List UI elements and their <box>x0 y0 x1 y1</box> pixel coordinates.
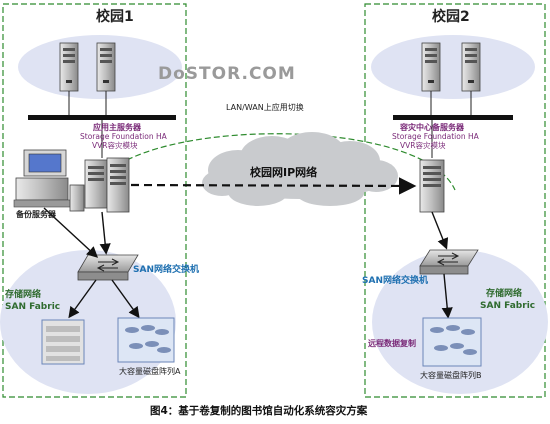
san-switch-2-label: SAN网络交换机 <box>362 276 428 286</box>
app-server-module: VVR容灾模块 <box>92 141 138 150</box>
dr-server <box>419 159 445 213</box>
campus1-top-server-1 <box>59 42 79 92</box>
watermark-text: DoSTOR.COM <box>158 64 296 84</box>
campus2-lan-bar <box>393 115 513 120</box>
ip-network-cloud <box>202 132 398 206</box>
campus2-top-server-1 <box>421 42 441 92</box>
campus2-top-server-2 <box>461 42 481 92</box>
disk-array-a-label: 大容量磁盘阵列A <box>119 367 181 376</box>
replication-dashed-arrow <box>130 177 417 195</box>
campus1-title: 校园1 <box>96 9 134 25</box>
app-server-software: Storage Foundation HA <box>80 132 167 141</box>
app-server-cluster <box>84 157 130 213</box>
campus2-server-ellipse <box>371 35 535 99</box>
lan-wan-label: LAN/WAN上应用切换 <box>226 103 304 112</box>
san-switch-1 <box>77 254 139 281</box>
ip-network-label: 校园网IP网络 <box>250 166 318 179</box>
dr-server-title: 容灾中心备服务器 <box>400 123 464 132</box>
app-server-title: 应用主服务器 <box>93 123 141 132</box>
remote-replication-label: 远程数据复制 <box>368 339 416 348</box>
storage-network-1-line1: 存储网络 <box>5 290 42 300</box>
campus1-lan-bar <box>28 115 176 120</box>
dr-server-module: VVR容灾模块 <box>400 141 446 150</box>
disk-array-left-box <box>41 319 85 365</box>
disk-array-a <box>117 317 175 363</box>
dr-server-software: Storage Foundation HA <box>392 132 479 141</box>
campus2-zone <box>364 3 546 398</box>
disk-array-b-label: 大容量磁盘阵列B <box>420 371 482 380</box>
campus1-zone <box>2 3 187 398</box>
san-switch-2 <box>419 249 479 275</box>
figure-caption: 图4：基于卷复制的图书馆自动化系统容灾方案 <box>150 405 368 417</box>
campus1-top-server-2 <box>96 42 116 92</box>
storage-network-2-line1: 存储网络 <box>486 289 523 299</box>
san-switch-1-label: SAN网络交换机 <box>133 265 199 275</box>
disk-array-b <box>422 317 482 367</box>
storage-network-1-line2: SAN Fabric <box>5 302 61 312</box>
campus2-title: 校园2 <box>432 9 470 25</box>
storage-network-2-line2: SAN Fabric <box>480 301 536 311</box>
backup-workstation <box>13 149 85 212</box>
backup-server-label: 备份服务器 <box>16 210 56 219</box>
